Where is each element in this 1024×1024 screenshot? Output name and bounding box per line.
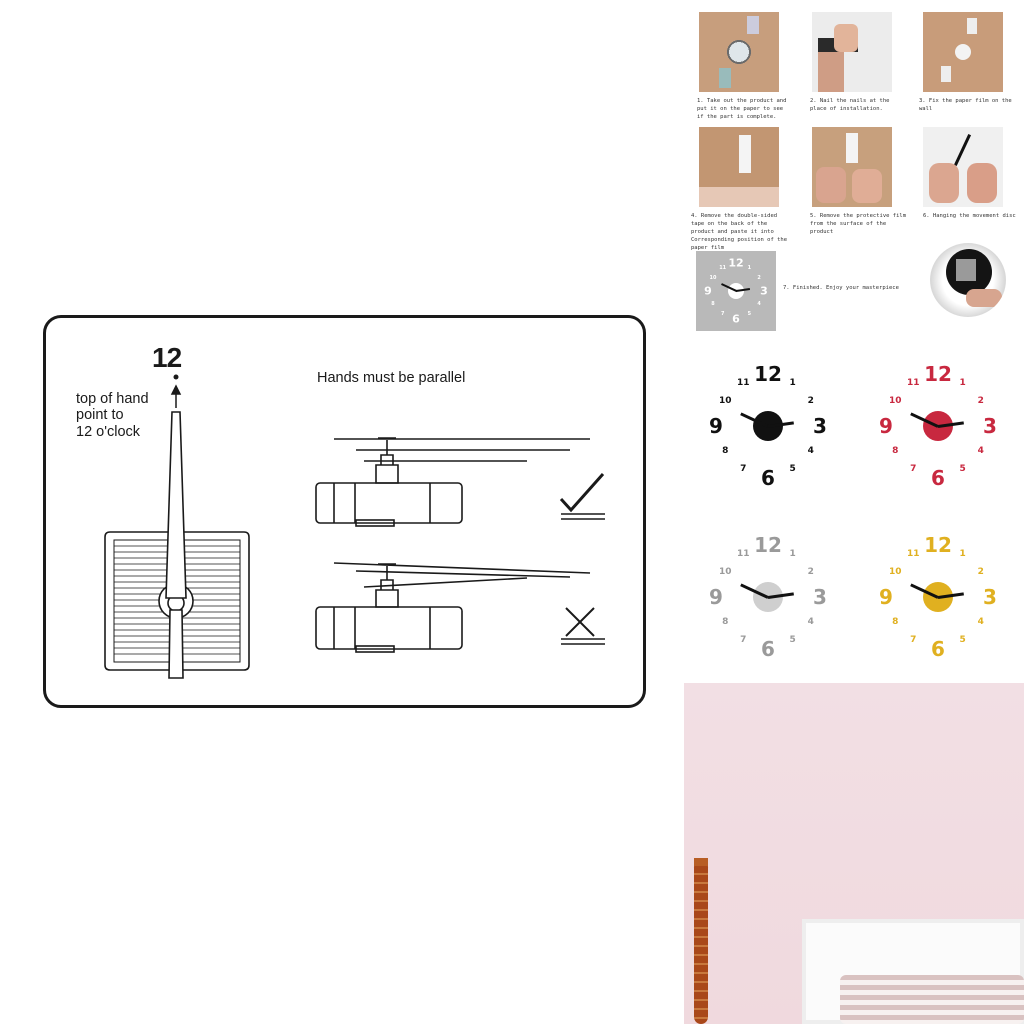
clock-numeral-6: 6	[761, 637, 775, 661]
clock-numeral-3: 3	[760, 284, 768, 298]
clock-numeral-7: 7	[720, 311, 725, 318]
clock-numeral-11: 11	[907, 378, 920, 389]
clock-numeral-6: 6	[761, 466, 775, 490]
clock-numeral-5: 5	[747, 311, 752, 318]
clock-numeral-9: 9	[709, 414, 723, 438]
clock-numeral-4: 4	[977, 616, 984, 627]
movement-disc-photo	[930, 243, 1006, 317]
clock-numeral-6: 6	[931, 637, 945, 661]
top-of-hand-line-3: 12 o'clock	[76, 424, 141, 440]
clock-numeral-10: 10	[718, 396, 732, 407]
clock-numeral-1: 1	[959, 549, 966, 560]
clock-numeral-1: 1	[789, 378, 796, 389]
clock-numeral-8: 8	[711, 301, 715, 308]
clock-numeral-8: 8	[722, 616, 729, 627]
step-5-caption: 5. Remove the protective film from the s…	[810, 213, 907, 235]
clock-numeral-12: 12	[924, 362, 952, 386]
clock-numeral-12: 12	[754, 533, 782, 557]
step-3-photo	[923, 12, 1003, 92]
clock-numeral-1: 1	[747, 264, 752, 271]
step-4-photo	[699, 127, 779, 207]
clock-numeral-1: 1	[959, 378, 966, 389]
hands-parallel-title: Hands must be parallel	[317, 370, 466, 386]
clock-numeral-3: 3	[983, 414, 997, 438]
clock-numeral-11: 11	[719, 264, 727, 271]
clock-numeral-9: 9	[709, 585, 723, 609]
clock-numeral-10: 10	[888, 396, 902, 407]
clock-numeral-9: 9	[704, 284, 712, 298]
clock-numeral-2: 2	[807, 567, 814, 578]
step-3-caption: 3. Fix the paper film on the wall	[919, 98, 1012, 112]
step-6-photo	[923, 127, 1003, 207]
clock-numeral-12: 12	[924, 533, 952, 557]
clock-numeral-8: 8	[892, 616, 899, 627]
step-4-caption: 4. Remove the double-sided tape on the b…	[691, 213, 788, 251]
clock-numeral-5: 5	[959, 463, 966, 474]
clock-numeral-2: 2	[757, 274, 761, 281]
clock-numeral-5: 5	[959, 634, 966, 645]
clock-numeral-5: 5	[789, 463, 796, 474]
clock-numeral-9: 9	[879, 585, 893, 609]
clock-numeral-5: 5	[789, 634, 796, 645]
clock-numeral-8: 8	[892, 445, 899, 456]
pillow	[840, 975, 1024, 1024]
step-2-caption: 2. Nail the nails at the place of instal…	[810, 98, 890, 112]
clock-numeral-11: 11	[737, 549, 750, 560]
clock-numeral-3: 3	[983, 585, 997, 609]
clock-numeral-11: 11	[907, 549, 920, 560]
clock-numeral-2: 2	[807, 396, 814, 407]
clock-numeral-4: 4	[807, 445, 814, 456]
clock-numeral-10: 10	[709, 274, 717, 281]
clock-numeral-9: 9	[879, 414, 893, 438]
step-1-caption: 1. Take out the product and put it on th…	[697, 98, 787, 120]
clock-numeral-4: 4	[757, 301, 761, 308]
clock-numeral-7: 7	[740, 634, 747, 645]
step-2-photo	[812, 12, 892, 92]
clock-numeral-2: 2	[977, 567, 984, 578]
clock-numeral-7: 7	[740, 463, 747, 474]
twelve-oclock-label: 12	[152, 342, 182, 373]
step-1-photo	[699, 12, 779, 92]
clock-numeral-3: 3	[813, 585, 827, 609]
clock-numeral-8: 8	[722, 445, 729, 456]
clock-numeral-12: 12	[728, 256, 744, 270]
step-7-caption: 7. Finished. Enjoy your masterpiece	[783, 285, 899, 291]
room-photo	[684, 683, 1024, 1024]
clock-numeral-2: 2	[977, 396, 984, 407]
top-of-hand-line-1: top of hand	[76, 391, 149, 407]
top-of-hand-line-2: point to	[76, 407, 124, 423]
clock-numeral-4: 4	[977, 445, 984, 456]
clock-numeral-7: 7	[910, 634, 917, 645]
clock-numeral-1: 1	[789, 549, 796, 560]
clock-numeral-7: 7	[910, 463, 917, 474]
clock-numeral-10: 10	[718, 567, 732, 578]
clock-numeral-4: 4	[807, 616, 814, 627]
vase	[684, 858, 718, 1024]
step-5-photo	[812, 127, 892, 207]
step-6-caption: 6. Hanging the movement disc	[923, 213, 1016, 219]
clock-numeral-6: 6	[732, 312, 740, 326]
clock-numeral-3: 3	[813, 414, 827, 438]
clock-numeral-12: 12	[754, 362, 782, 386]
clock-numeral-11: 11	[737, 378, 750, 389]
clock-numeral-6: 6	[931, 466, 945, 490]
clock-numeral-10: 10	[888, 567, 902, 578]
